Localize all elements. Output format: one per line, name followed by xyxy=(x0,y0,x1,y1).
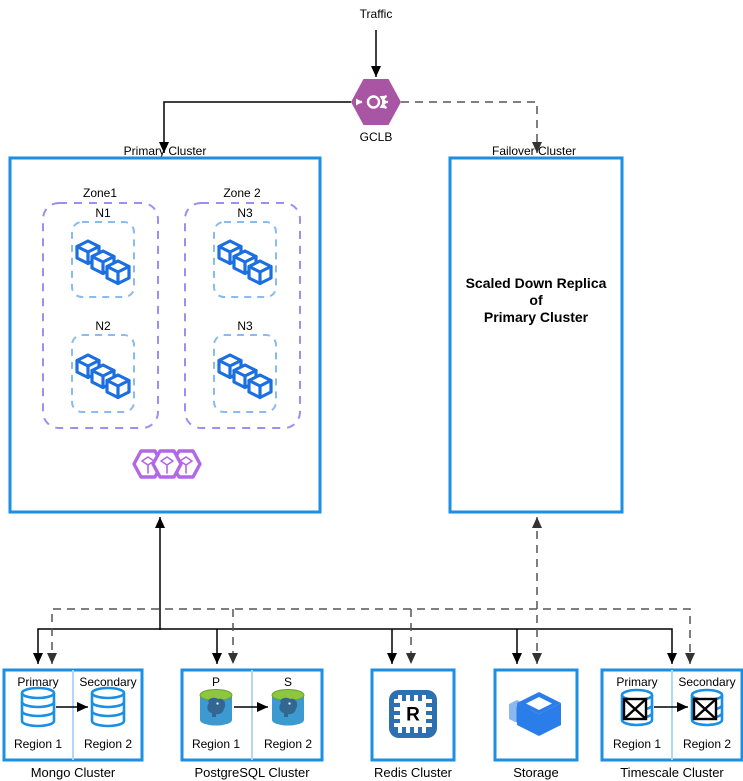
storage-box xyxy=(493,668,579,762)
zone1-group: Zone1 N1 N2 xyxy=(42,186,159,429)
zone1-label: Zone1 xyxy=(83,186,117,200)
mongo-primary-label: Primary xyxy=(17,675,58,689)
timescale-database-icon xyxy=(690,688,724,727)
gclb-to-failover-dashed-arrow xyxy=(401,101,542,153)
failover-text-line2: of xyxy=(529,292,543,308)
mongo-secondary-label: Secondary xyxy=(79,675,136,689)
primary-cluster-box: Zone1 N1 N2 Zone 2 N3 N3 xyxy=(8,156,322,514)
redis-memorystore-chip-icon xyxy=(389,690,437,738)
mongodb-database-icon xyxy=(20,686,56,728)
node-n1-box xyxy=(71,221,135,298)
failover-text-line1: Scaled Down Replica xyxy=(466,275,607,291)
postgresql-icon xyxy=(271,689,305,726)
postgres-region2-label: Region 2 xyxy=(264,737,312,751)
failover-cluster-box: Scaled Down Replica of Primary Cluster xyxy=(448,156,624,514)
postgresql-icon xyxy=(199,689,233,726)
traffic-label: Traffic xyxy=(360,7,393,21)
timescale-primary-label: Primary xyxy=(616,675,657,689)
timescale-cluster-label: Timescale Cluster xyxy=(620,765,724,780)
timescale-region1-label: Region 1 xyxy=(613,737,661,751)
solid-bus-line xyxy=(33,628,677,664)
node-n3a-label: N3 xyxy=(237,206,253,220)
redis-cluster-label: Redis Cluster xyxy=(374,765,453,780)
timescale-region2-label: Region 2 xyxy=(683,737,731,751)
failover-cluster-label: Failover Cluster xyxy=(492,144,576,158)
load-balancer-hexagon-icon xyxy=(351,79,401,125)
node-n3a-box xyxy=(213,221,277,298)
postgres-s-label: S xyxy=(284,675,292,689)
mongo-region1-label: Region 1 xyxy=(14,737,62,751)
mongo-cluster-label: Mongo Cluster xyxy=(31,765,116,780)
timescale-secondary-label: Secondary xyxy=(678,675,735,689)
mongo-cluster-box: Primary Secondary Region 1 Region 2 xyxy=(2,668,144,762)
mongo-region2-label: Region 2 xyxy=(84,737,132,751)
timescale-database-icon xyxy=(620,688,654,727)
postgres-p-label: P xyxy=(212,675,220,689)
primary-cluster-label: Primary Cluster xyxy=(124,144,207,158)
kubernetes-hexagon-cubes-icon xyxy=(132,449,202,479)
dashed-bus-line xyxy=(47,608,695,664)
storage-label: Storage xyxy=(513,765,559,780)
postgresql-cluster-label: PostgreSQL Cluster xyxy=(194,765,310,780)
postgresql-cluster-box: P S Region 1 Region 2 xyxy=(180,668,324,762)
gclb-label: GCLB xyxy=(360,130,393,144)
node-n3b-label: N3 xyxy=(237,319,253,333)
mongodb-database-icon xyxy=(90,686,126,728)
timescale-cluster-box: Primary Secondary Region 1 Region 2 xyxy=(600,668,743,762)
zone2-label: Zone 2 xyxy=(223,186,261,200)
node-n2-label: N2 xyxy=(95,319,111,333)
redis-cluster-box xyxy=(370,668,456,762)
gclb-to-primary-arrow xyxy=(159,101,351,153)
node-n1-label: N1 xyxy=(95,206,111,220)
postgres-region1-label: Region 1 xyxy=(192,737,240,751)
failover-text-line3: Primary Cluster xyxy=(484,309,589,325)
zone2-group: Zone 2 N3 N3 xyxy=(184,186,301,429)
